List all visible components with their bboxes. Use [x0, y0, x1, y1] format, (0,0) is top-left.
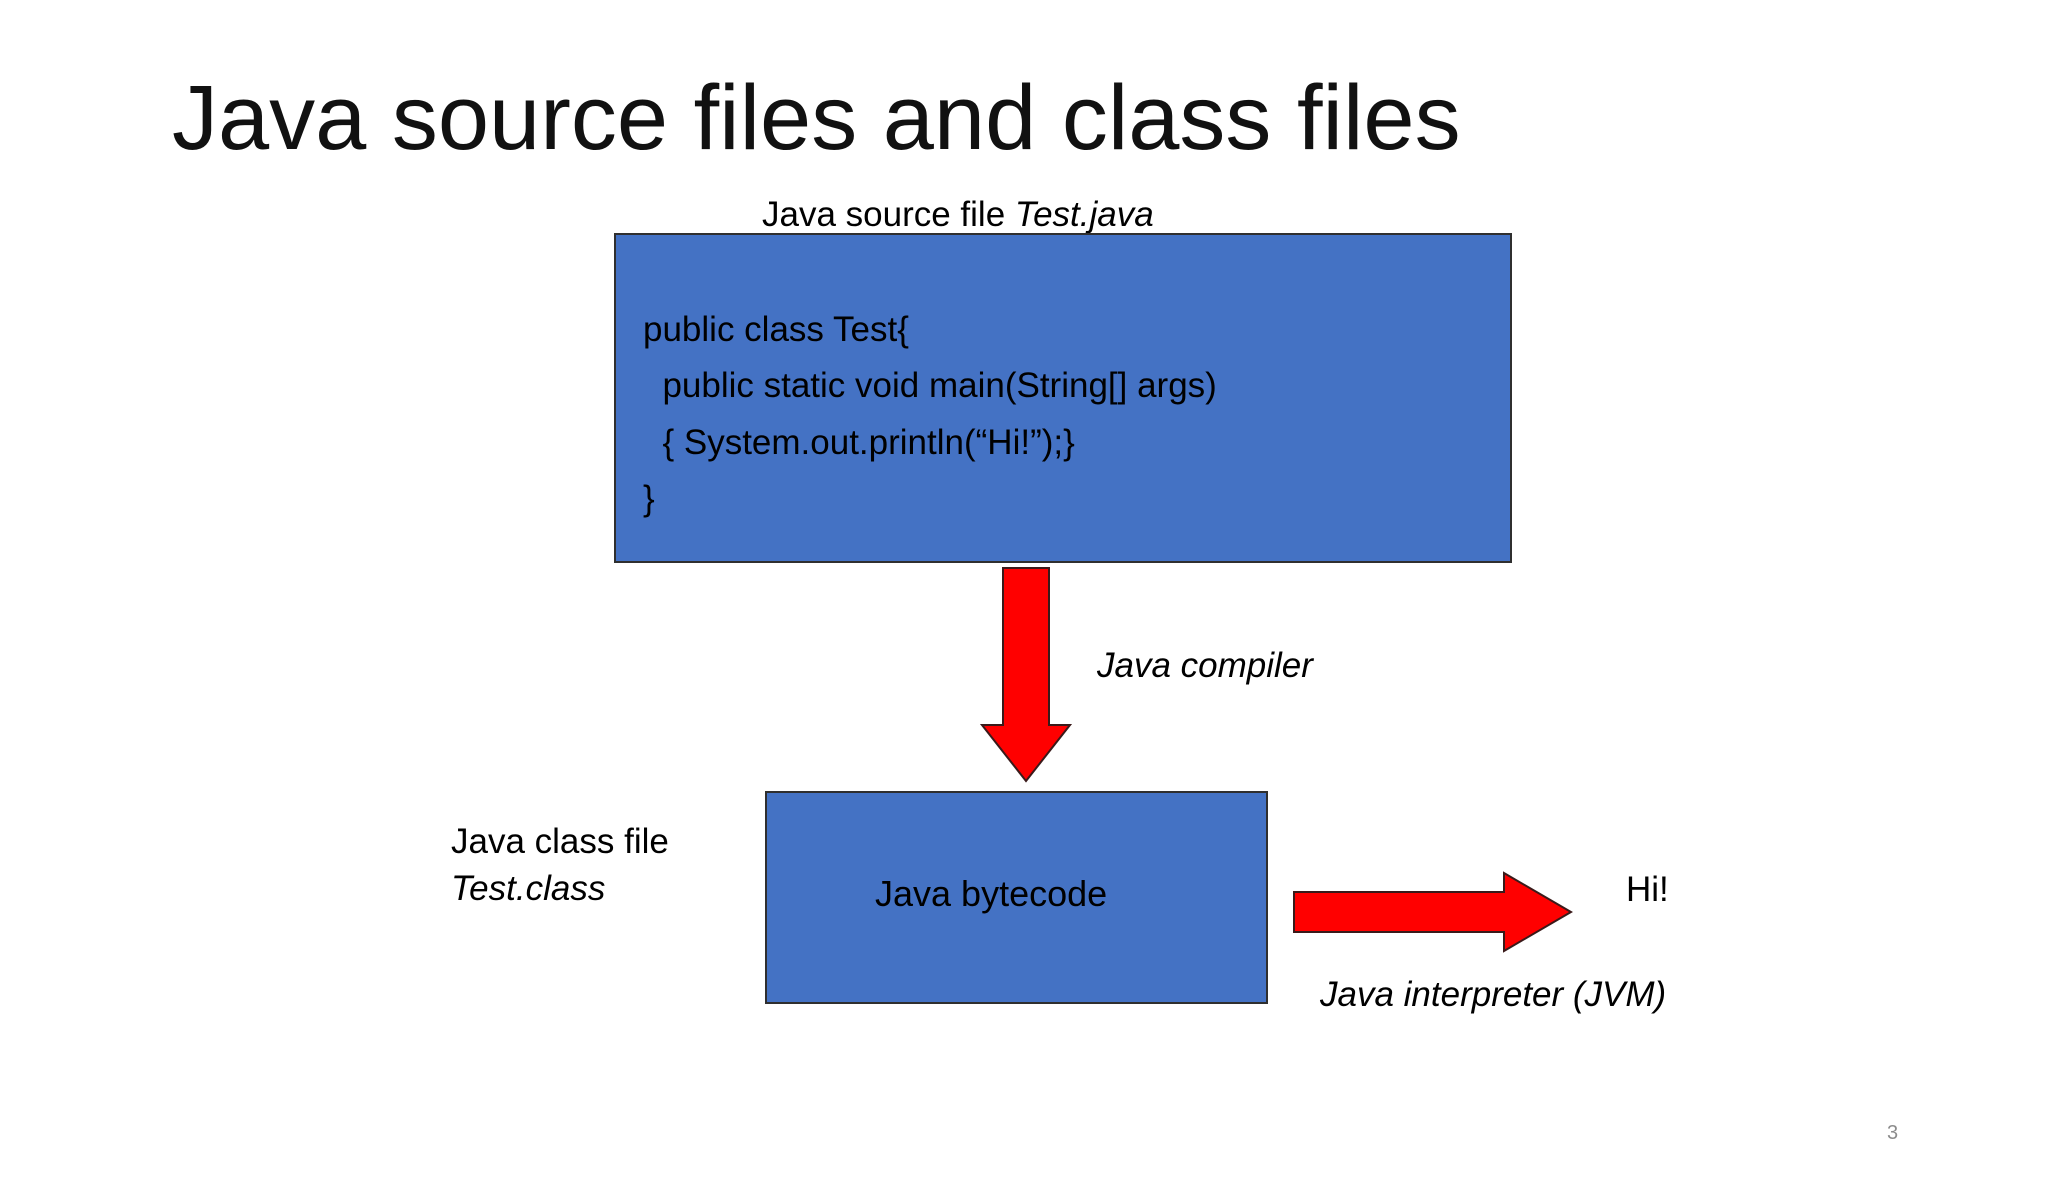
class-file-name: Test.class — [451, 869, 606, 908]
program-output: Hi! — [1626, 870, 1669, 909]
code-line-3: { System.out.println(“Hi!”);} — [643, 423, 1075, 462]
compile-arrow-down — [979, 567, 1073, 783]
code-line-2: public static void main(String[] args) — [643, 366, 1217, 405]
interpret-arrow-right — [1293, 871, 1573, 953]
page-number: 3 — [1887, 1122, 1899, 1144]
source-filename: Test.java — [1014, 195, 1154, 234]
class-file-label: Java class file Test.class — [451, 818, 669, 912]
interpreter-label: Java interpreter (JVM) — [1320, 975, 1667, 1014]
compiler-label: Java compiler — [1097, 646, 1313, 685]
source-code-box: public class Test{ public static void ma… — [614, 233, 1512, 563]
bytecode-label: Java bytecode — [875, 873, 1108, 914]
source-file-caption: Java source file Test.java — [762, 195, 1154, 235]
bytecode-box: Java bytecode — [765, 791, 1268, 1004]
slide-title: Java source files and class files — [172, 67, 1461, 169]
code-line-1: public class Test{ — [643, 310, 909, 349]
class-file-label-line1: Java class file — [451, 822, 669, 861]
code-line-4: } — [643, 479, 655, 518]
source-caption-prefix: Java source file — [762, 195, 1015, 234]
